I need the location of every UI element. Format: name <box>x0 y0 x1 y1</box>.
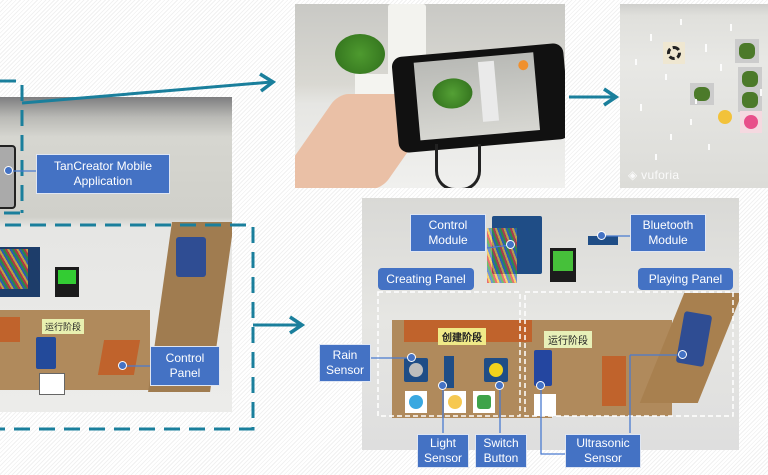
label-mobile-application: TanCreator Mobile Application <box>36 154 170 194</box>
playing-tape <box>602 356 626 406</box>
creating-sign: 创建阶段 <box>438 328 486 345</box>
label-ultrasonic-sensor: Ultrasonic Sensor <box>565 434 641 468</box>
label-creating-panel: Creating Panel <box>378 268 474 290</box>
ultrasonic-sign <box>39 373 65 395</box>
rock-card-4 <box>690 83 714 105</box>
arrow-head-1 <box>259 72 277 93</box>
arrow-head-3 <box>289 315 306 335</box>
battery-9v <box>550 248 576 282</box>
marker-rain-sensor <box>407 353 416 362</box>
bee-sprite <box>718 110 732 124</box>
running-sign: 运行阶段 <box>544 331 592 348</box>
tripod <box>435 144 481 188</box>
marker-control-module <box>506 240 515 249</box>
rain-icon-card <box>405 391 427 413</box>
plant <box>335 34 385 74</box>
rock-card-1 <box>735 39 759 63</box>
running-sign: 运行阶段 <box>42 319 85 334</box>
label-control-module: Control Module <box>410 214 486 252</box>
vuforia-logo-icon: ◈ <box>628 168 638 182</box>
rock-card-3 <box>738 88 762 112</box>
flower-card <box>740 111 762 133</box>
arrow-head-2 <box>603 87 620 107</box>
orange-tape-2 <box>97 340 141 375</box>
marker-control-panel <box>118 361 127 370</box>
label-control-panel: Control Panel <box>150 346 220 386</box>
wires <box>0 249 28 289</box>
ultrasonic-sensor-upright <box>176 237 206 277</box>
switch-icon-card <box>473 391 495 413</box>
marker-light-sensor <box>438 381 447 390</box>
rock-card-2 <box>738 67 762 91</box>
marker-ultrasonic-flat <box>536 381 545 390</box>
ar-target-marker <box>663 42 685 64</box>
wires-bundle <box>487 228 517 283</box>
ultrasonic-board-flat <box>534 350 552 386</box>
bluetooth-board <box>588 236 618 245</box>
ultrasonic-sensor-board <box>36 337 56 369</box>
marker-bluetooth-module <box>597 231 606 240</box>
marker-mobile-app <box>4 166 13 175</box>
marker-ultrasonic-upright <box>678 350 687 359</box>
top-right-photo: ◈ vuforia <box>620 4 768 188</box>
battery <box>55 267 79 297</box>
orange-tape <box>0 317 20 342</box>
label-bluetooth-module: Bluetooth Module <box>630 214 706 252</box>
label-switch-button: Switch Button <box>475 434 527 468</box>
vuforia-watermark: ◈ vuforia <box>628 168 680 182</box>
ultrasonic-icon-card <box>534 394 556 416</box>
switch-button-board <box>484 358 508 382</box>
top-middle-photo <box>295 4 565 188</box>
light-icon-card <box>444 391 466 413</box>
phone-on-tripod <box>391 42 565 154</box>
label-light-sensor: Light Sensor <box>417 434 469 468</box>
label-playing-panel: Playing Panel <box>638 268 733 290</box>
label-rain-sensor: Rain Sensor <box>319 344 371 382</box>
marker-switch-button <box>495 381 504 390</box>
rain-sensor-board <box>404 358 428 382</box>
phone-edge <box>0 145 16 209</box>
